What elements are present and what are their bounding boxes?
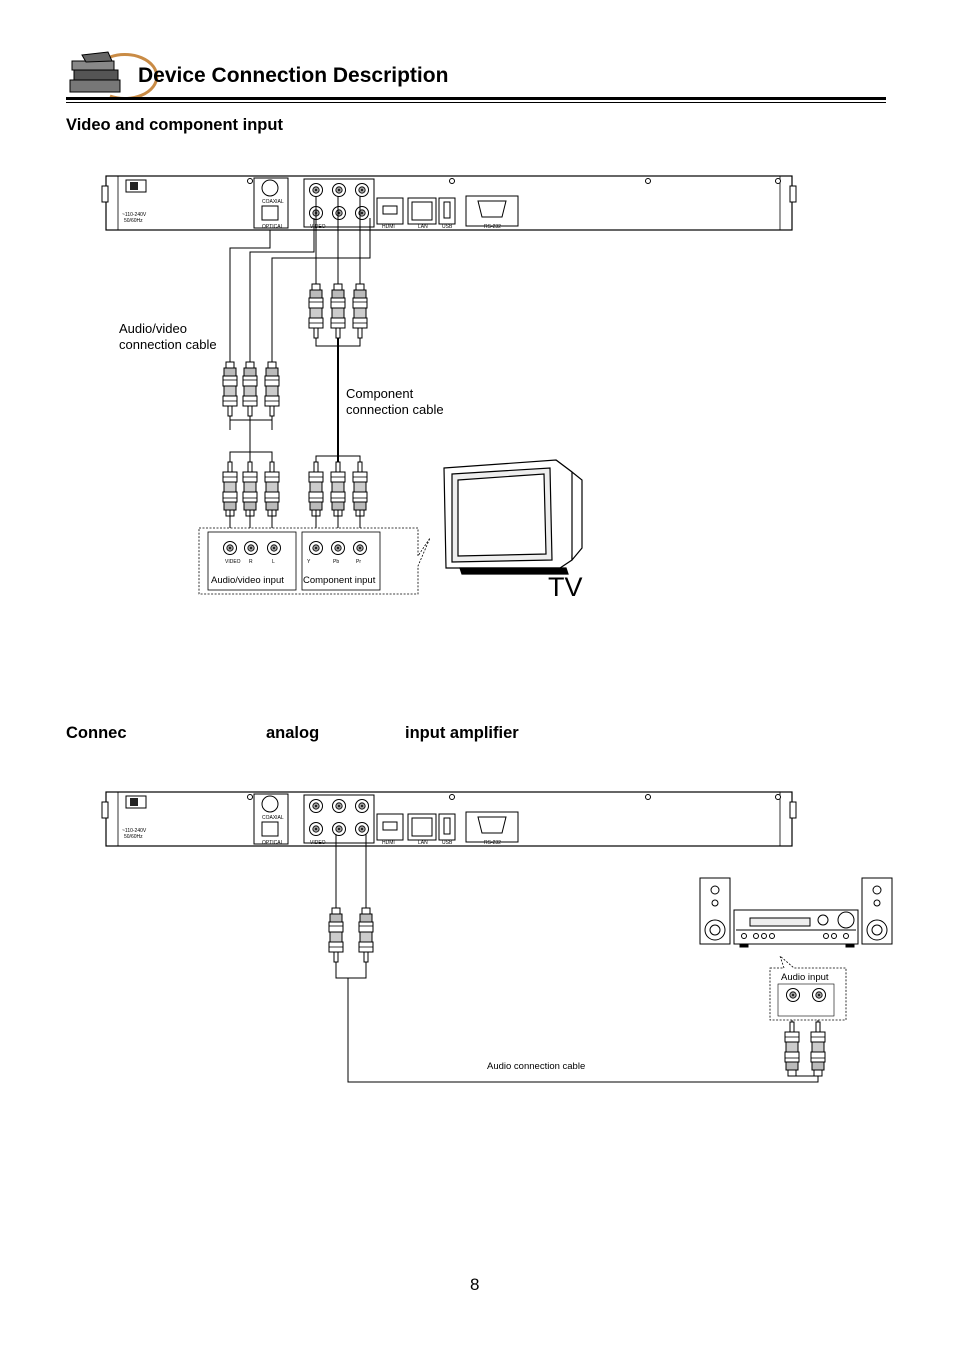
rs232-port-label-2: RS-232	[484, 840, 501, 846]
jack-label-pr: Pr	[356, 559, 361, 565]
coaxial-label: COAXIAL	[262, 199, 284, 205]
av-cable-label: Audio/video connection cable	[119, 321, 217, 352]
power-label: ~110-240V	[122, 212, 147, 218]
section-title-video-component: Video and component input	[66, 116, 283, 134]
lan-port-label: LAN	[418, 224, 428, 230]
hdmi-port-label: HDMI	[382, 224, 395, 230]
component-cable	[315, 196, 361, 462]
optical-label-2: OPTICAL	[262, 840, 284, 846]
header-rule	[66, 97, 886, 100]
audio-cable-label: Audio connection cable	[487, 1061, 586, 1072]
av-input-group-label: Audio/video input	[211, 575, 284, 586]
header-rule-thin	[66, 102, 886, 103]
lan-port-label-2: LAN	[418, 840, 428, 846]
jack-label-pb: Pb	[333, 559, 340, 565]
coaxial-label-2: COAXIAL	[262, 815, 284, 821]
jack-label-l: L	[272, 559, 275, 565]
tv-input-panel	[198, 527, 431, 595]
amplifier-with-speakers-icon	[699, 877, 893, 948]
page-number: 8	[470, 1275, 480, 1294]
video-jack-label-2: VIDEO	[310, 840, 326, 846]
jack-label-y: Y	[307, 559, 311, 565]
amplifier-audio-input-panel	[769, 954, 847, 1021]
component-cable-label: Component connection cable	[346, 386, 444, 417]
audio-cable	[335, 834, 819, 1083]
player-back-panel-2	[101, 791, 797, 847]
page-title: Device Connection Description	[138, 64, 449, 87]
section-title-part-3: input amplifier	[405, 724, 519, 742]
tv-label: TV	[548, 572, 583, 602]
power-frequency-label: 50/60Hz	[124, 218, 143, 224]
hdmi-port-label-2: HDMI	[382, 840, 395, 846]
optical-label: OPTICAL	[262, 224, 284, 230]
rs232-port-label: RS-232	[484, 224, 501, 230]
power-label-2: ~110-240V	[122, 828, 147, 834]
av-cable	[229, 218, 371, 462]
video-jack-label: VIDEO	[310, 224, 326, 230]
section-title-part-1: Connec	[66, 724, 127, 742]
usb-port-label: USB	[442, 224, 453, 230]
tv-icon	[443, 459, 583, 575]
usb-port-label-2: USB	[442, 840, 453, 846]
jack-label-r: R	[249, 559, 253, 565]
component-input-group-label: Component input	[303, 575, 376, 586]
audio-input-label: Audio input	[781, 972, 829, 983]
section-title-part-2: analog	[266, 724, 320, 742]
jack-label-video: VIDEO	[225, 559, 241, 565]
power-frequency-label-2: 50/60Hz	[124, 834, 143, 840]
player-back-panel-1	[101, 175, 797, 231]
